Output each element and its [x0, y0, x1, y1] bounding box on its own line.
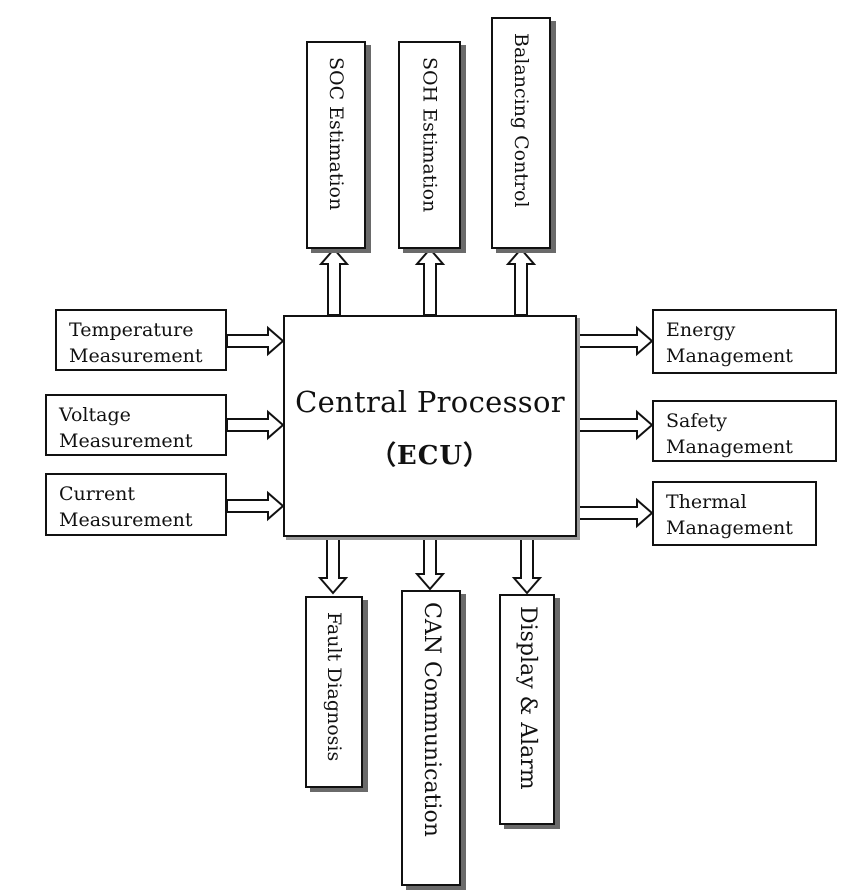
energy-management-box: Energy Management: [652, 309, 837, 374]
temperature-measurement-box: Temperature Measurement: [55, 309, 227, 371]
balancing-control-label: Balancing Control: [510, 33, 532, 208]
ecu-label: （ECU）: [369, 441, 491, 471]
arrow-to-safety: [576, 409, 654, 441]
central-processor-box: Central Processor （ECU）: [283, 315, 577, 537]
arrow-to-soc: [318, 247, 350, 316]
arrow-from-voltage: [226, 409, 285, 441]
arrow-to-soh: [414, 247, 446, 316]
arrow-to-thermal: [576, 497, 654, 529]
safety-management-box: Safety Management: [652, 400, 837, 462]
current-line1: Current: [59, 483, 136, 505]
fault-diagnosis-box: Fault Diagnosis: [305, 596, 363, 788]
safety-line2: Management: [666, 436, 793, 458]
safety-line1: Safety: [666, 410, 727, 432]
can-communication-box: CAN Communication: [401, 590, 461, 886]
display-alarm-label: Display & Alarm: [515, 606, 540, 790]
balancing-control-box: Balancing Control: [491, 17, 551, 249]
thermal-line2: Management: [666, 517, 793, 539]
fault-diagnosis-label: Fault Diagnosis: [323, 612, 345, 762]
voltage-line1: Voltage: [59, 404, 131, 426]
thermal-management-box: Thermal Management: [652, 481, 817, 546]
energy-line1: Energy: [666, 319, 736, 341]
arrow-to-display: [511, 536, 543, 595]
soh-estimation-box: SOH Estimation: [398, 41, 461, 249]
can-communication-label: CAN Communication: [419, 602, 444, 837]
arrow-to-can: [414, 536, 446, 591]
voltage-measurement-box: Voltage Measurement: [45, 394, 227, 456]
temperature-line1: Temperature: [69, 319, 194, 341]
current-measurement-box: Current Measurement: [45, 473, 227, 536]
arrow-from-temperature: [226, 325, 285, 357]
voltage-line2: Measurement: [59, 430, 193, 452]
energy-line2: Management: [666, 345, 793, 367]
soc-estimation-box: SOC Estimation: [306, 41, 366, 249]
arrow-to-balancing: [505, 247, 537, 316]
display-alarm-box: Display & Alarm: [499, 594, 555, 825]
arrow-to-fault: [317, 536, 349, 595]
soh-estimation-label: SOH Estimation: [418, 57, 441, 213]
thermal-line1: Thermal: [666, 491, 747, 513]
arrow-from-current: [226, 490, 285, 522]
temperature-line2: Measurement: [69, 345, 203, 367]
arrow-to-energy: [576, 325, 654, 357]
current-line2: Measurement: [59, 509, 193, 531]
soc-estimation-label: SOC Estimation: [325, 57, 347, 211]
central-processor-title: Central Processor: [295, 385, 565, 419]
